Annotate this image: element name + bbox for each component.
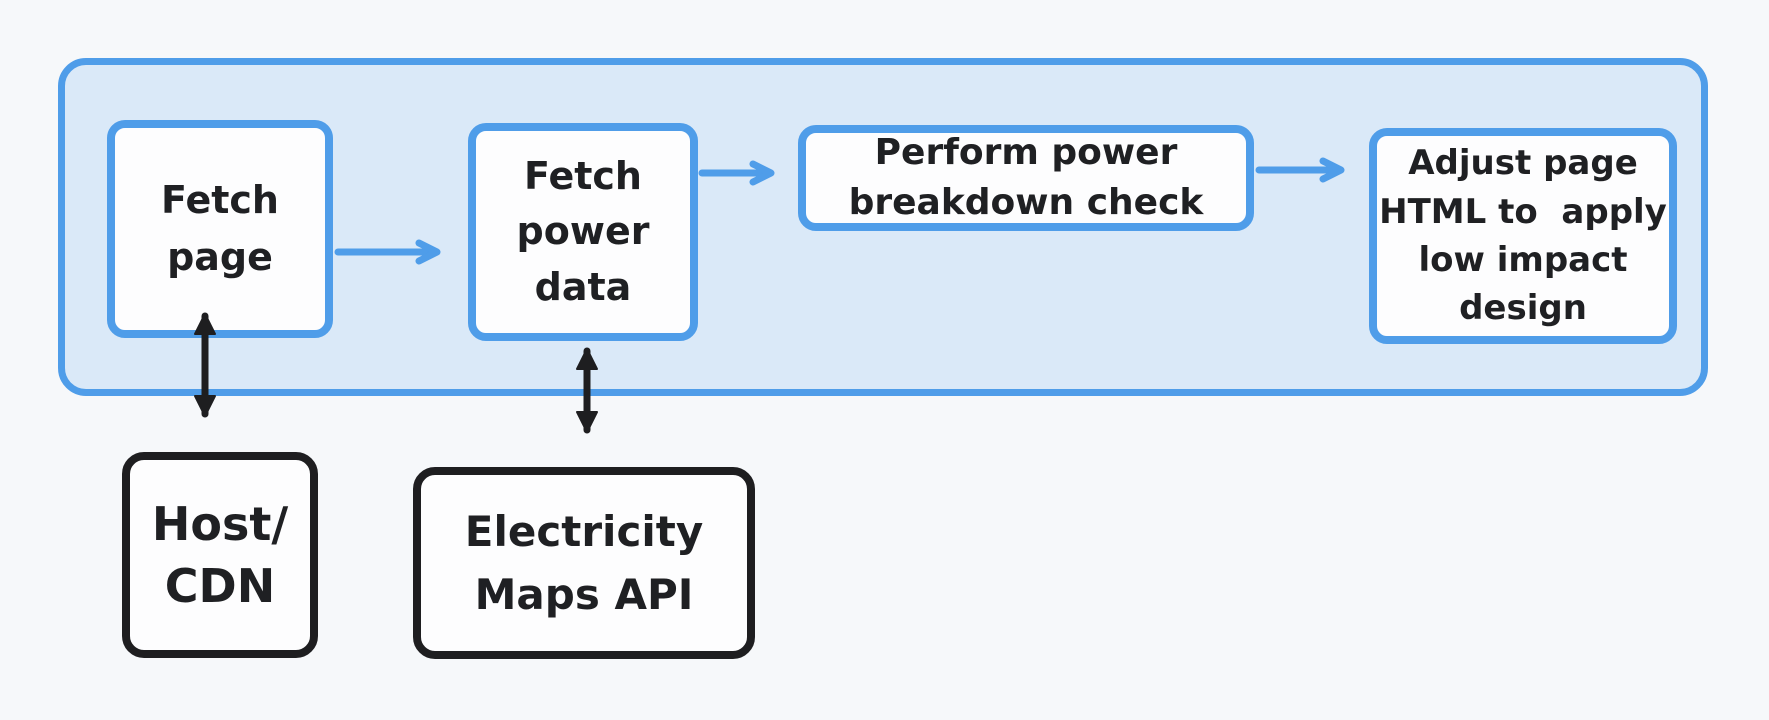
node-host-cdn-label: Host/ CDN: [151, 496, 289, 613]
node-perform-power-breakdown-check-label: Perform power breakdown check: [848, 132, 1204, 223]
node-electricity-maps-api-label: Electricity Maps API: [464, 507, 704, 619]
node-perform-power-breakdown-check: Perform power breakdown check: [798, 125, 1254, 231]
node-fetch-power-data-label: Fetch power data: [516, 154, 650, 309]
node-adjust-page-html: Adjust page HTML to apply low impact des…: [1369, 128, 1677, 344]
node-adjust-page-html-label: Adjust page HTML to apply low impact des…: [1379, 143, 1667, 329]
node-fetch-power-data: Fetch power data: [468, 123, 698, 341]
node-electricity-maps-api: Electricity Maps API: [413, 467, 755, 659]
node-host-cdn: Host/ CDN: [122, 452, 318, 658]
node-fetch-page-label: Fetch page: [161, 178, 279, 279]
node-fetch-page: Fetch page: [107, 120, 333, 338]
